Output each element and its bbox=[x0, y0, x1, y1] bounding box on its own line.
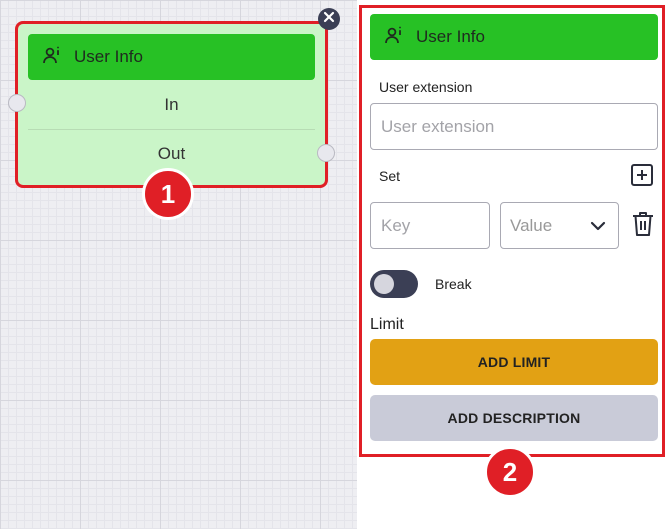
chevron-down-icon bbox=[590, 216, 606, 236]
user-info-node[interactable]: User Info In Out bbox=[8, 21, 335, 188]
set-value-selected: Value bbox=[510, 215, 553, 235]
output-port[interactable] bbox=[317, 144, 335, 162]
plus-square-icon bbox=[630, 163, 654, 192]
output-port-label: Out bbox=[157, 144, 186, 163]
node-header[interactable]: User Info bbox=[28, 34, 315, 80]
close-node-button[interactable] bbox=[318, 8, 340, 30]
panel-header: User Info bbox=[370, 14, 658, 60]
limit-label: Limit bbox=[370, 316, 404, 333]
input-port-label: In bbox=[164, 95, 179, 114]
node-title: User Info bbox=[74, 47, 143, 66]
toggle-knob bbox=[374, 274, 394, 294]
node-output-row: Out bbox=[28, 131, 315, 177]
set-key-input[interactable] bbox=[370, 202, 490, 249]
break-label: Break bbox=[435, 276, 472, 292]
set-label: Set bbox=[379, 168, 401, 184]
add-limit-button[interactable]: ADD LIMIT bbox=[370, 339, 658, 385]
delete-set-button[interactable] bbox=[630, 211, 656, 242]
set-value-select[interactable]: Value bbox=[500, 202, 619, 249]
break-toggle[interactable] bbox=[370, 270, 418, 298]
user-extension-input[interactable] bbox=[370, 103, 658, 150]
user-extension-label: User extension bbox=[379, 79, 473, 95]
trash-icon bbox=[632, 211, 654, 242]
close-icon bbox=[323, 10, 335, 28]
node-divider bbox=[28, 129, 315, 130]
user-info-icon bbox=[42, 45, 62, 70]
annotation-badge-1: 1 bbox=[142, 168, 194, 220]
panel-title: User Info bbox=[416, 27, 485, 46]
input-port[interactable] bbox=[8, 94, 26, 112]
user-info-icon bbox=[384, 25, 404, 50]
annotation-badge-2: 2 bbox=[484, 446, 536, 498]
node-input-row: In bbox=[28, 82, 315, 128]
add-set-button[interactable] bbox=[629, 163, 655, 192]
add-description-button[interactable]: ADD DESCRIPTION bbox=[370, 395, 658, 441]
properties-panel: User Info User extension Set Value bbox=[359, 5, 665, 457]
